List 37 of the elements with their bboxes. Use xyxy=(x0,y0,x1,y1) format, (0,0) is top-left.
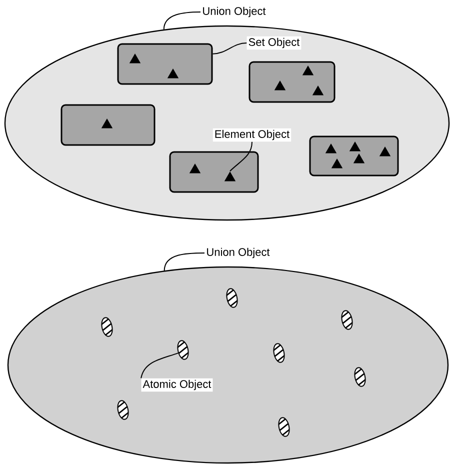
callout-label: Set Object xyxy=(246,36,302,50)
triangle-marker xyxy=(189,164,201,174)
leader-line xyxy=(164,252,205,272)
rounded-box xyxy=(309,136,399,176)
hatched-oval xyxy=(273,343,285,363)
triangle-marker xyxy=(101,118,113,128)
triangle-marker xyxy=(331,158,343,168)
triangle-marker xyxy=(379,146,391,156)
callout-label: Element Object xyxy=(212,128,292,142)
rounded-box xyxy=(248,61,336,103)
leader-line xyxy=(212,42,248,54)
rounded-box xyxy=(60,104,156,146)
triangle-marker xyxy=(353,154,365,164)
rounded-box xyxy=(117,43,213,85)
callout-label: Union Object xyxy=(204,246,272,260)
hatched-oval xyxy=(226,288,238,308)
hatched-oval xyxy=(177,340,189,360)
leader-line xyxy=(140,352,179,379)
hatched-oval xyxy=(354,367,366,387)
hatched-oval xyxy=(101,317,113,337)
triangle-marker xyxy=(325,144,337,154)
hatched-oval xyxy=(278,417,290,437)
rounded-box xyxy=(169,151,259,193)
large-ellipse xyxy=(7,266,449,464)
triangle-marker xyxy=(349,142,361,152)
triangle-marker xyxy=(167,68,179,78)
triangle-marker xyxy=(274,80,286,90)
callout-label: Atomic Object xyxy=(141,378,213,392)
leader-line xyxy=(230,141,252,172)
triangle-marker xyxy=(302,66,314,76)
hatched-oval xyxy=(341,310,353,330)
hatched-oval xyxy=(117,400,129,420)
triangle-marker xyxy=(312,86,324,96)
leader-line xyxy=(163,12,201,30)
triangle-marker xyxy=(129,54,141,64)
triangle-marker xyxy=(224,172,236,182)
callout-label: Union Object xyxy=(200,5,268,19)
